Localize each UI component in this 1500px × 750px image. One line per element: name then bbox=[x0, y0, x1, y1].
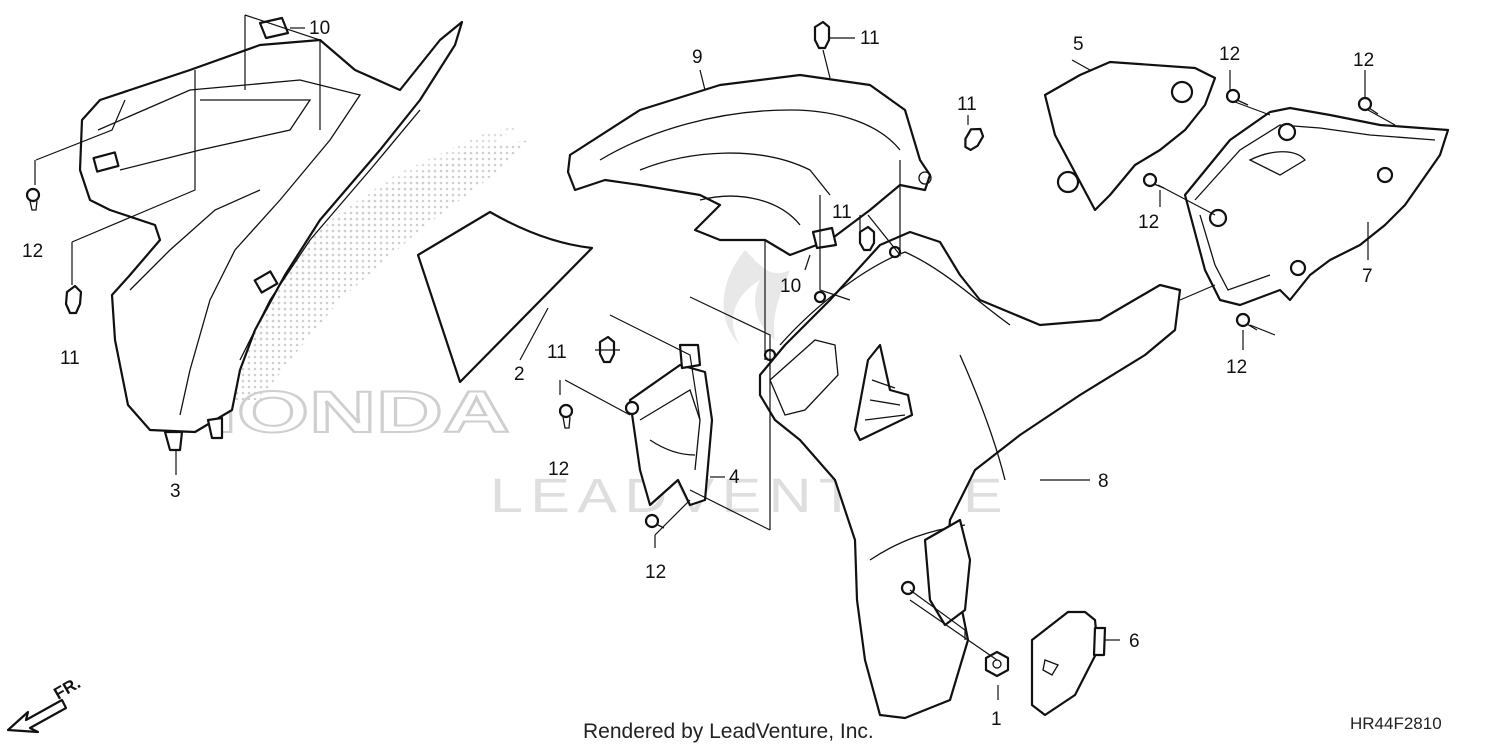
callout-12: 12 bbox=[548, 459, 569, 480]
callout-12: 12 bbox=[1226, 357, 1247, 378]
callout-3: 3 bbox=[170, 481, 181, 502]
callout-11: 11 bbox=[547, 342, 567, 363]
part-6-lid bbox=[1030, 610, 1107, 717]
part-8-right-side-cover bbox=[758, 230, 1182, 720]
callout-2: 2 bbox=[514, 364, 525, 385]
diagram-code: HR44F2810 bbox=[1350, 714, 1442, 733]
callout-11: 11 bbox=[60, 348, 80, 369]
part-12-screw-d bbox=[1225, 88, 1249, 106]
callout-4: 4 bbox=[729, 467, 740, 488]
part-11-clip-d bbox=[858, 225, 876, 252]
callout-10: 10 bbox=[780, 276, 801, 297]
callout-11: 11 bbox=[860, 28, 880, 49]
part-12-screw-a bbox=[25, 187, 41, 211]
part-12-screw-b bbox=[558, 403, 574, 429]
callout-12: 12 bbox=[22, 241, 43, 262]
part-2-sheet bbox=[416, 210, 594, 384]
part-4-bracket bbox=[624, 343, 714, 507]
callout-9: 9 bbox=[692, 47, 703, 68]
callout-7: 7 bbox=[1362, 266, 1373, 287]
part-11-clip-c bbox=[964, 127, 985, 151]
footer-credit: Rendered by LeadVenture, Inc. bbox=[583, 720, 874, 743]
callout-numbers: 10 12 11 3 2 9 11 11 11 10 11 12 4 12 5 … bbox=[22, 18, 1374, 730]
part-1-nut bbox=[984, 650, 1010, 678]
leader-lines bbox=[34, 14, 1396, 700]
part-12-screw-e bbox=[1357, 96, 1379, 115]
front-direction-arrow: FR. bbox=[6, 673, 84, 734]
part-10-clip-b bbox=[811, 226, 838, 250]
callout-12: 12 bbox=[1219, 44, 1240, 65]
callout-11: 11 bbox=[832, 202, 852, 223]
part-7-side-panel bbox=[1183, 106, 1450, 307]
part-11-clip-a bbox=[64, 284, 83, 315]
callout-12: 12 bbox=[1138, 212, 1159, 233]
callout-12: 12 bbox=[1353, 50, 1374, 71]
part-12-screw-g bbox=[1235, 312, 1258, 331]
part-10-clip-a bbox=[258, 16, 290, 40]
callout-12: 12 bbox=[645, 562, 666, 583]
part-12-screw-c bbox=[644, 513, 665, 529]
part-11-clip-b bbox=[813, 20, 831, 50]
honda-wing-watermark: HONDA bbox=[169, 125, 530, 446]
callout-1: 1 bbox=[991, 709, 1002, 730]
part-9-rear-cover bbox=[566, 73, 932, 257]
callout-6: 6 bbox=[1129, 631, 1140, 652]
front-direction-label: FR. bbox=[51, 673, 84, 703]
callout-5: 5 bbox=[1073, 34, 1084, 55]
front-arrow-icon bbox=[6, 698, 68, 734]
callout-8: 8 bbox=[1098, 471, 1109, 492]
part-5-plate bbox=[1043, 60, 1217, 212]
part-12-screw-f bbox=[1142, 172, 1165, 189]
callout-10: 10 bbox=[309, 18, 330, 39]
callout-11: 11 bbox=[957, 94, 977, 115]
